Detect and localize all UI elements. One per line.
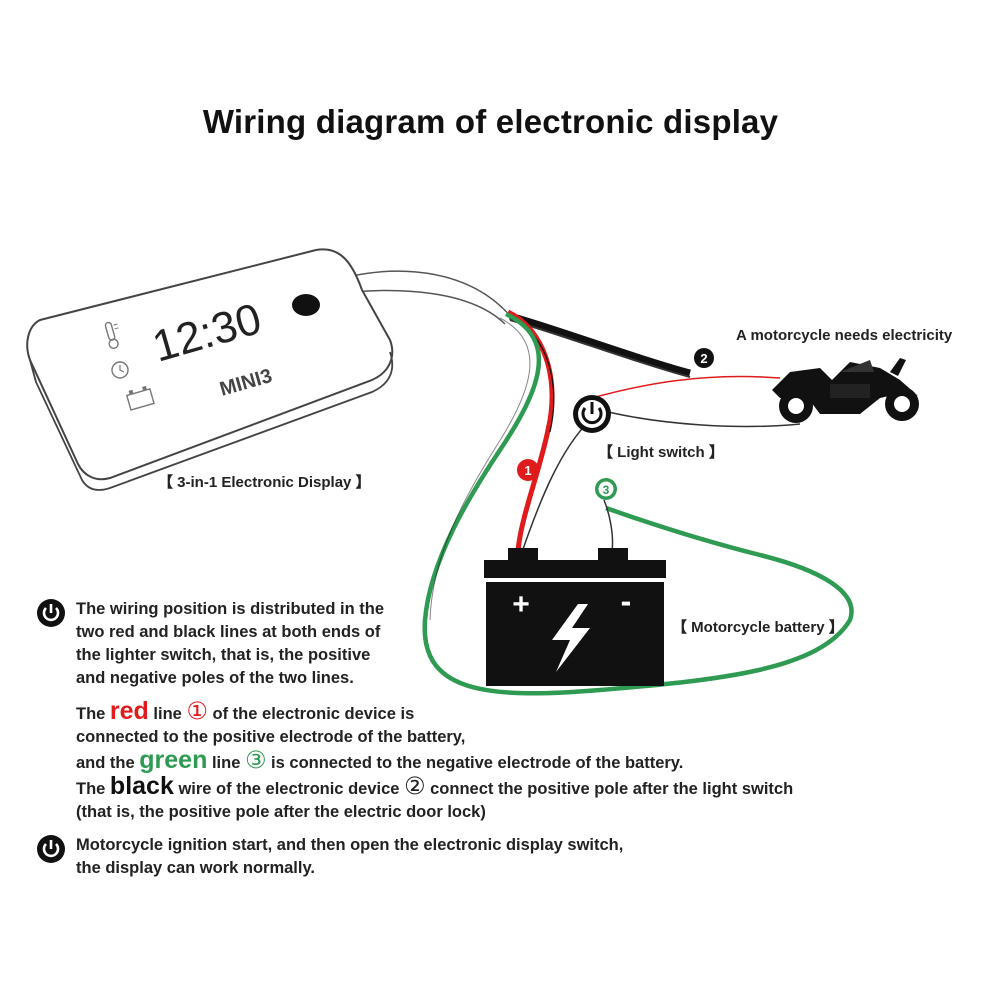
device-button [292,294,320,316]
clock-icon [111,361,129,379]
device-cable [351,270,513,319]
switch-to-battery-wire [521,419,591,553]
svg-text:1: 1 [524,463,531,478]
svg-text:3: 3 [603,483,610,497]
switch-to-motorcycle-wire [599,409,801,428]
black-word: black [109,772,174,800]
battery-minus: - [621,583,632,619]
svg-text:2: 2 [700,351,707,366]
marker-1: 1 [517,459,539,481]
device-label: 【 3-in-1 Electronic Display 】 [158,474,371,491]
page-title: Wiring diagram of electronic display [202,103,779,140]
power-icon [37,835,65,863]
note-paragraph-1: The wiring position is distributed in th… [36,598,936,690]
note-line: (that is, the positive pole after the el… [76,803,486,821]
battery-label: 【 Motorcycle battery 】 [672,619,844,636]
red-wire-1 [506,309,555,553]
battery-icon: + - [484,548,666,686]
light-switch-label: 【 Light switch 】 [598,444,724,461]
motorcycle-icon [772,358,919,423]
motorcycle-label: A motorcycle needs electricity [736,327,953,344]
note-line: Motorcycle ignition start, and then open… [76,836,624,854]
note-line: The wiring position is distributed in th… [76,600,384,618]
black-wire-2 [509,312,691,377]
green-word: green [139,746,208,774]
wiring-notes: The wiring position is distributed in th… [36,598,936,880]
red-line-note: The red line ① of the electronic device … [76,697,415,725]
note-line: and negative poles of the two lines. [76,669,354,687]
electronic-display-device: 12:30 MINI3 [26,248,394,491]
green-line-note: and the green line ③ is connected to the… [76,746,684,774]
light-switch-icon [573,395,611,433]
thermometer-icon [104,321,119,349]
note-line: two red and black lines at both ends of [76,623,381,641]
marker-3: 3 [595,478,617,500]
red-word: red [109,697,149,725]
battery-plus: + [512,588,530,621]
power-icon [37,599,65,627]
note-line: connected to the positive electrode of t… [76,728,466,746]
note-paragraph-3: Motorcycle ignition start, and then open… [36,834,936,880]
note-line: the lighter switch, that is, the positiv… [76,646,371,664]
green-wire-3 [422,311,854,696]
battery-neg-wire [603,499,614,553]
battery-small-icon [125,385,155,411]
marker-2: 2 [694,348,714,368]
circled-2: ② [404,772,426,800]
black-line-note: The black wire of the electronic device … [76,772,794,800]
circled-3: ③ [244,746,267,774]
note-line: the display can work normally. [76,859,316,877]
red-thin-wire [591,375,781,399]
lightning-icon [552,604,590,672]
note-paragraph-2: The red line ① of the electronic device … [36,697,936,824]
circled-1: ① [186,697,208,725]
